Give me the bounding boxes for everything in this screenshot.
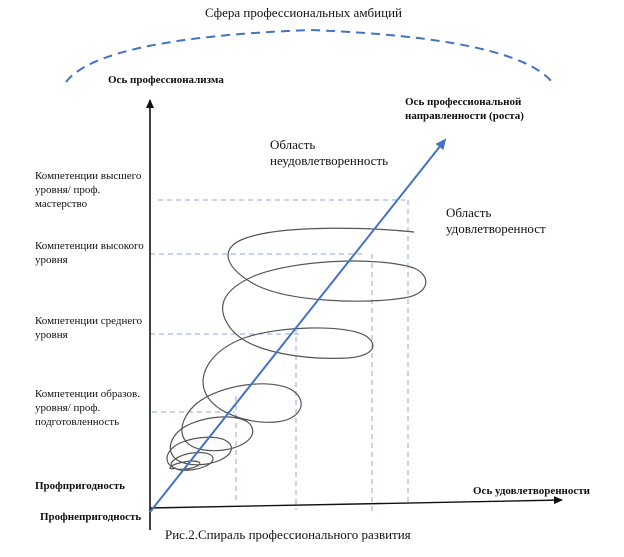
figure-caption: Рис.2.Спираль профессионального развития bbox=[165, 527, 411, 542]
region-satisfied-label: Область удовлетворенност bbox=[446, 205, 546, 237]
level-highest-label: Компетенции высшего уровня/ проф. мастер… bbox=[35, 170, 142, 210]
y-axis-label: Ось профессионализма bbox=[108, 74, 224, 86]
x-axis-label: Ось удовлетворенности bbox=[473, 485, 591, 497]
diagram-title: Сфера профессиональных амбиций bbox=[205, 5, 402, 20]
region-dissatisfied-label: Область неудовлетворенность bbox=[270, 137, 389, 169]
level-high-label: Компетенции высокого уровня bbox=[35, 240, 144, 266]
x-axis bbox=[149, 496, 563, 509]
level-middle-label: Компетенции среднего уровня bbox=[35, 315, 143, 341]
level-unfit-label: Профнепригодность bbox=[40, 511, 142, 523]
growth-axis bbox=[149, 138, 447, 513]
horizontal-guides bbox=[150, 199, 405, 413]
vertical-guides bbox=[235, 200, 409, 515]
ambition-dome bbox=[65, 28, 553, 83]
diag-axis-label: Ось профессиональной направленности (рос… bbox=[405, 96, 524, 122]
level-basic-label: Компетенции образов. уровня/ проф. подго… bbox=[35, 388, 140, 428]
level-fit-label: Профпригодность bbox=[35, 480, 125, 492]
